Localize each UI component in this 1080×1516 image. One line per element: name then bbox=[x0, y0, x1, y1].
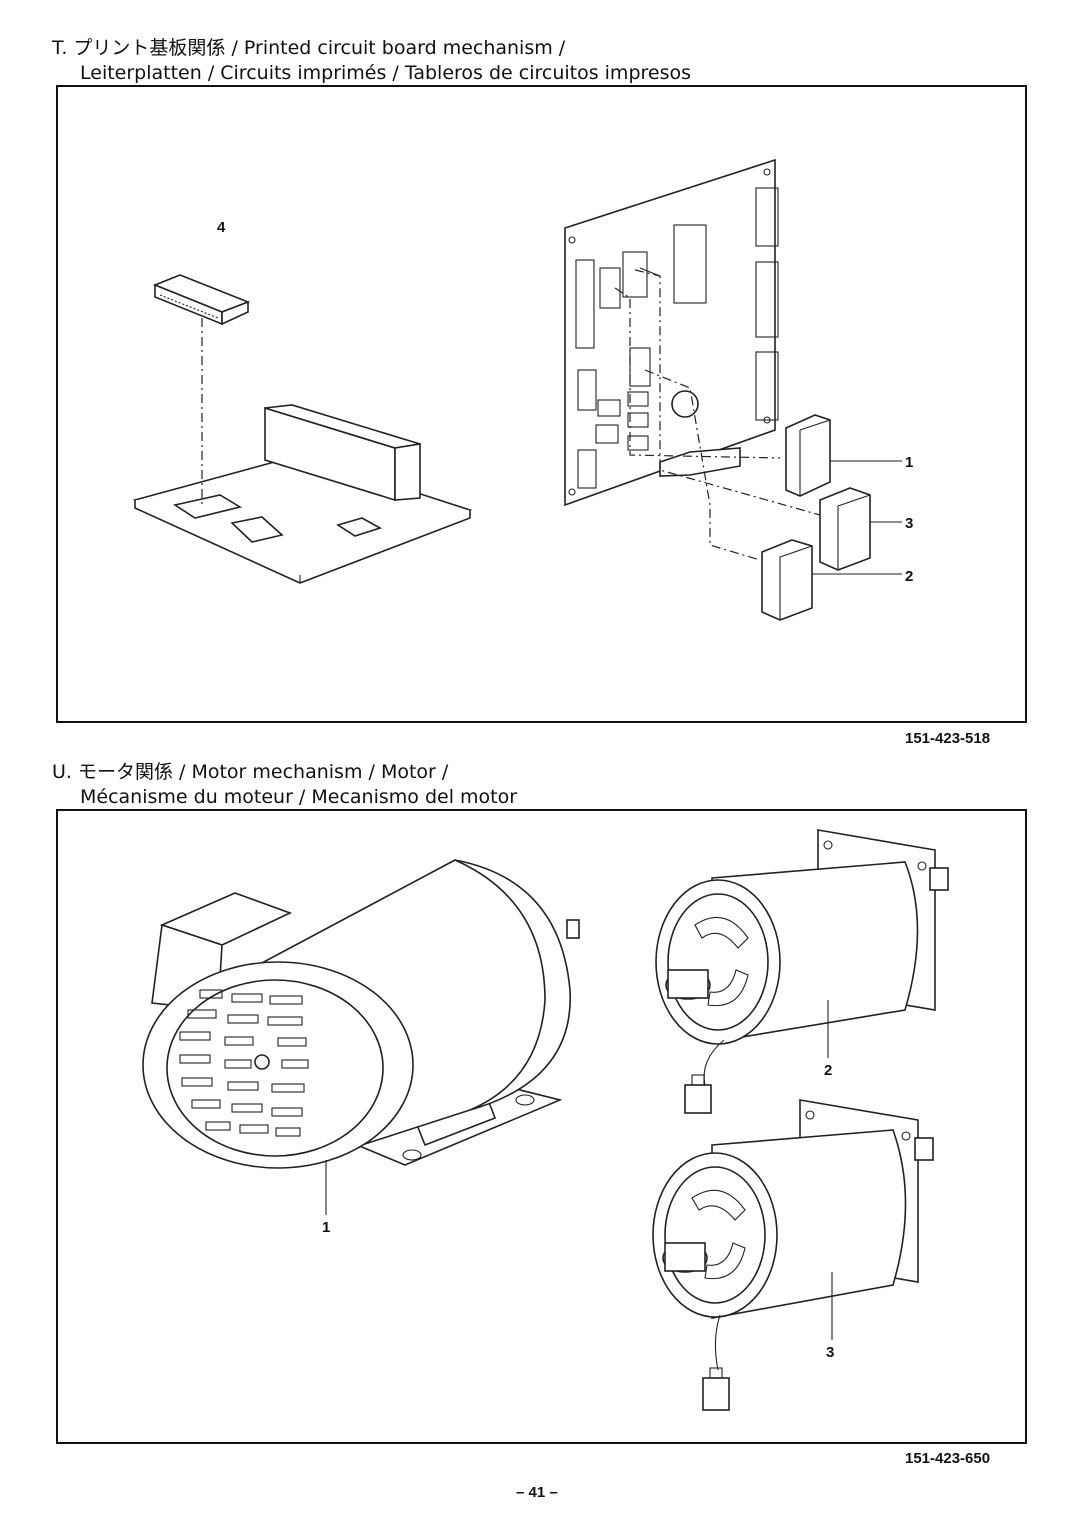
section-t-title: T. プリント基板関係 / Printed circuit board mech… bbox=[52, 37, 566, 59]
callout-3: 3 bbox=[905, 515, 913, 532]
chip-4 bbox=[152, 274, 251, 326]
motor-1 bbox=[142, 859, 580, 1169]
section-u-subtitle: Mécanisme du moteur / Mecanismo del moto… bbox=[80, 786, 518, 808]
motor-3 bbox=[652, 1099, 934, 1411]
motor-callout-3: 3 bbox=[826, 1344, 834, 1361]
motor-diagram-reference: 151-423-650 bbox=[905, 1450, 991, 1467]
motor-callout-1: 1 bbox=[322, 1219, 330, 1236]
main-circuit-board bbox=[564, 158, 779, 507]
callout-1: 1 bbox=[905, 454, 913, 471]
small-circuit-board bbox=[132, 404, 473, 584]
motor-2 bbox=[655, 829, 949, 1114]
callout-4: 4 bbox=[217, 219, 226, 236]
callout-2: 2 bbox=[905, 568, 913, 585]
chip-3 bbox=[819, 487, 871, 571]
pcb-illustration-frame bbox=[56, 85, 1027, 723]
section-t-subtitle: Leiterplatten / Circuits imprimés / Tabl… bbox=[80, 62, 692, 84]
chip-2 bbox=[761, 539, 813, 621]
pcb-diagram-reference: 151-423-518 bbox=[905, 730, 991, 747]
motor-callout-2: 2 bbox=[824, 1062, 832, 1079]
section-u-title: U. モータ関係 / Motor mechanism / Motor / bbox=[52, 761, 449, 783]
chip-1 bbox=[785, 414, 831, 497]
page-number: – 41 – bbox=[516, 1484, 558, 1501]
